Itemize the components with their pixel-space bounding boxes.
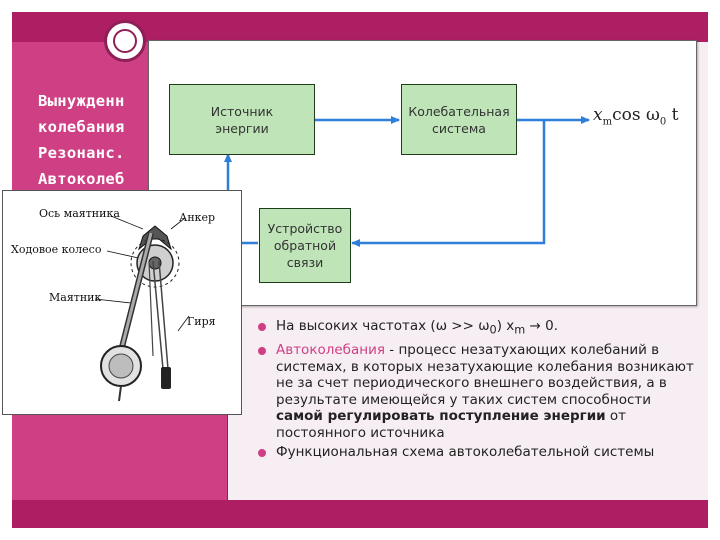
title-line: Автоколеб <box>38 170 125 188</box>
bottom-stripe <box>12 500 708 528</box>
formula-cos: cos ω <box>612 105 660 125</box>
label-pendulum-axis: Ось маятника <box>39 207 120 220</box>
term-highlight: Автоколебания <box>276 342 385 359</box>
bullet-list: На высоких частотах (ω >> ω0) xm → 0. Ав… <box>256 318 696 464</box>
bullet-text: На высоких частотах (ω >> ω <box>276 318 490 334</box>
bullet-text: - процесс незатухающих колебаний в систе… <box>276 342 694 408</box>
subscript: 0 <box>489 323 497 337</box>
energy-source-block: Источник энергии <box>169 84 315 155</box>
pendulum-clock-figure: Ось маятника Анкер Ходовое колесо Маятни… <box>2 190 242 415</box>
bullet-text: Функциональная схема автоколебательной с… <box>276 444 655 461</box>
bold-phrase: самой регулировать поступление энергии <box>276 408 606 425</box>
arrow-output-to-feedback <box>351 120 546 247</box>
formula-x: x <box>593 105 603 125</box>
subscript: m <box>514 323 526 337</box>
title-line: Резонанс. <box>38 144 125 162</box>
bullet-text: ) x <box>496 318 515 334</box>
bullet-functional-scheme: Функциональная схема автоколебательной с… <box>256 444 696 461</box>
output-formula: xmcos ω0 t <box>593 105 678 127</box>
label-escape-wheel: Ходовое колесо <box>11 243 102 256</box>
bullet-self-oscillation: Автоколебания - процесс незатухающих кол… <box>256 342 696 441</box>
bullet-high-frequency: На высоких частотах (ω >> ω0) xm → 0. <box>256 318 696 339</box>
title-line: Вынужденн <box>38 92 125 110</box>
pendulum-clock-icon <box>94 215 190 402</box>
formula-t: t <box>666 105 679 125</box>
formula-sub-m: m <box>602 116 613 128</box>
label-anchor: Анкер <box>179 211 216 224</box>
formula-sub-0: 0 <box>659 116 667 128</box>
oscillating-system-block: Колебательная система <box>401 84 517 155</box>
title-line: колебания <box>38 118 125 136</box>
label-pendulum: Маятник <box>49 291 102 304</box>
label-weight: Гиря <box>187 315 216 328</box>
decorative-ring-icon <box>104 20 146 62</box>
feedback-device-block: Устройство обратной связи <box>259 208 351 283</box>
bullet-text: → 0. <box>525 318 559 334</box>
bullet-text: от постоянного источника <box>276 408 627 441</box>
